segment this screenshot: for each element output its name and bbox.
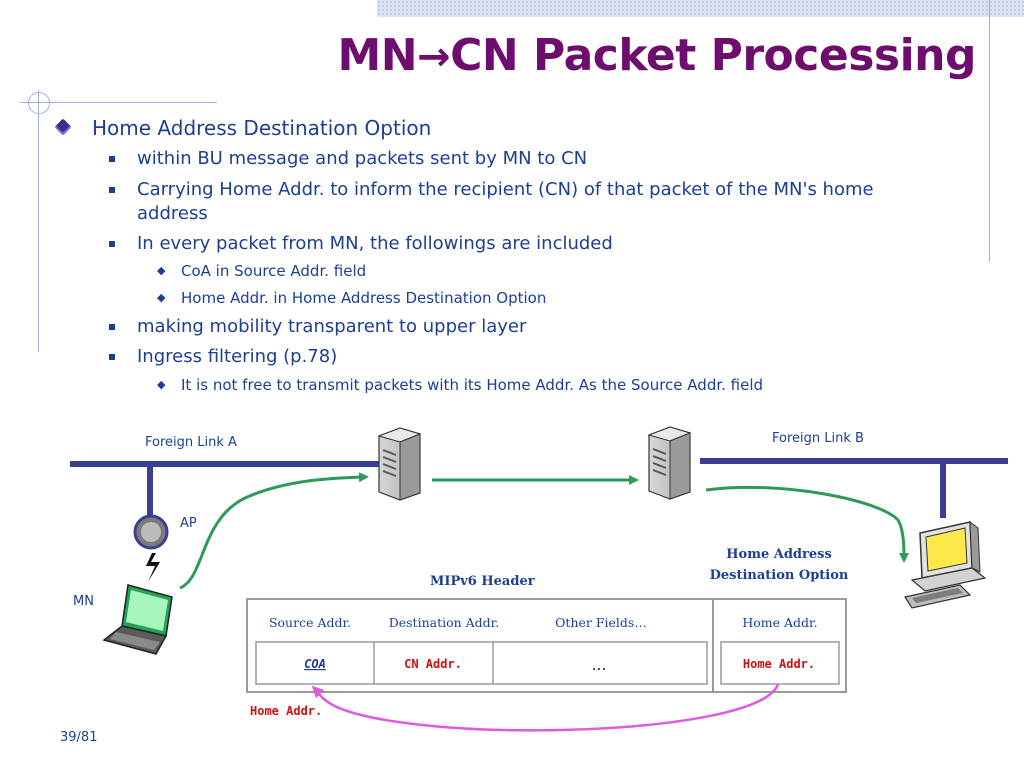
home-address-option-label-line1: Home Address: [726, 547, 832, 562]
small-diamond-bullet-icon: ◆: [157, 378, 166, 391]
sub-bullet-item: It is not free to transmit packets with …: [181, 376, 764, 394]
access-point-icon: [133, 514, 169, 550]
crosshair-circle: [28, 92, 50, 114]
mn-label: MN: [73, 594, 94, 609]
header-cells-frame: [255, 641, 708, 685]
bullet-level1: Home Address Destination Option: [92, 116, 432, 140]
cell-coa: COA: [304, 657, 326, 671]
square-bullet-icon: [109, 324, 115, 330]
bullet-item: In every packet from MN, the followings …: [137, 233, 613, 254]
cell-home-addr: Home Addr.: [743, 657, 815, 671]
swap-arrow: [311, 683, 780, 732]
square-bullet-icon: [109, 187, 115, 193]
col-home-label: Home Addr.: [742, 615, 817, 630]
page-number: 39/81: [60, 730, 98, 745]
small-diamond-bullet-icon: ◆: [157, 291, 166, 304]
swap-label: Home Addr.: [250, 704, 322, 718]
square-bullet-icon: [109, 354, 115, 360]
foreign-link-b-label: Foreign Link B: [772, 431, 864, 446]
bullet-item: making mobility transparent to upper lay…: [137, 316, 527, 337]
small-diamond-bullet-icon: ◆: [157, 264, 166, 277]
flow-arrow-router-to-cn: [705, 485, 909, 563]
bullet-item-continuation: address: [137, 203, 208, 224]
flow-arrow-mn-to-router: [179, 472, 369, 590]
col-source-label: Source Addr.: [269, 615, 351, 630]
router-server-icon: [377, 427, 422, 501]
vertical-rule-right: [989, 0, 990, 262]
right-arrow-icon: →: [417, 34, 451, 80]
square-bullet-icon: [109, 241, 115, 247]
col-other-label: Other Fields…: [555, 615, 647, 630]
laptop-icon: [102, 584, 173, 655]
horizontal-rule: [20, 102, 217, 103]
foreign-link-a-label: Foreign Link A: [145, 435, 237, 450]
vertical-rule-left: [38, 90, 39, 352]
bullet-item: Ingress filtering (p.78): [137, 346, 338, 367]
router-server-icon: [647, 426, 692, 500]
ap-label: AP: [180, 516, 197, 531]
page-title: MN→CN Packet Processing: [337, 30, 976, 81]
square-bullet-icon: [109, 156, 115, 162]
cell-cn-addr: CN Addr.: [404, 657, 462, 671]
col-destination-label: Destination Addr.: [389, 615, 500, 630]
mipv6-header-label: MIPv6 Header: [430, 574, 535, 589]
sub-bullet-item: CoA in Source Addr. field: [181, 262, 367, 280]
sub-bullet-item: Home Addr. in Home Address Destination O…: [181, 289, 547, 307]
desktop-computer-icon: [904, 520, 987, 609]
header-texture: [377, 0, 1024, 17]
bullet-item: within BU message and packets sent by MN…: [137, 148, 588, 169]
bullet-item: Carrying Home Addr. to inform the recipi…: [137, 179, 874, 200]
cell-other: …: [592, 656, 607, 674]
wireless-lightning-icon: [146, 553, 160, 582]
home-address-option-label-line2: Destination Option: [710, 568, 849, 583]
home-addr-cell-frame: [720, 641, 840, 685]
